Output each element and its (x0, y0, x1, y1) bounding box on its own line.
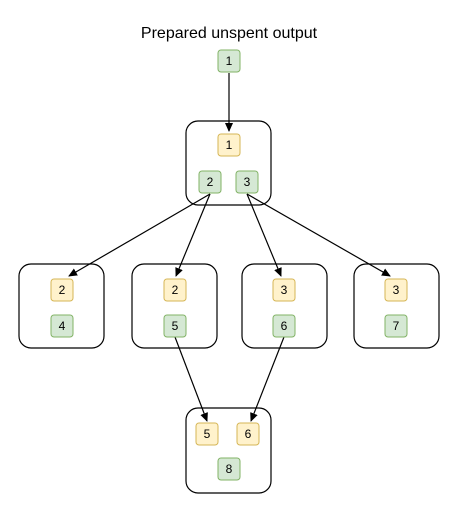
svg-text:4: 4 (59, 319, 66, 333)
transaction-box-2 (131, 263, 218, 349)
root-output-node-b: 3 (235, 170, 259, 194)
tx4-input-node: 3 (384, 278, 408, 302)
tx1-output-node: 4 (50, 314, 74, 338)
tx4-output-node: 7 (384, 314, 408, 338)
svg-text:5: 5 (172, 319, 179, 333)
transaction-box-4 (353, 263, 440, 349)
edge-6-to-final (250, 336, 285, 422)
tx2-input-node: 2 (163, 278, 187, 302)
final-input-node-a: 5 (195, 422, 219, 446)
svg-text:3: 3 (281, 283, 288, 297)
svg-text:1: 1 (226, 138, 233, 152)
svg-text:3: 3 (244, 175, 251, 189)
edge-3-to-tx4 (246, 193, 391, 277)
svg-text:2: 2 (207, 175, 214, 189)
edge-2-to-tx2 (175, 193, 211, 277)
svg-text:2: 2 (172, 283, 179, 297)
svg-text:2: 2 (59, 283, 66, 297)
edge-5-to-final (174, 336, 208, 422)
svg-text:1: 1 (226, 54, 233, 68)
prepared-output-node: 1 (217, 49, 241, 73)
svg-text:7: 7 (393, 319, 400, 333)
final-input-node-b: 6 (236, 422, 260, 446)
svg-text:6: 6 (245, 427, 252, 441)
diagram-title: Prepared unspent output (141, 25, 318, 42)
svg-text:3: 3 (393, 283, 400, 297)
transaction-box-3 (241, 263, 328, 349)
tx3-input-node: 3 (272, 278, 296, 302)
svg-text:5: 5 (204, 427, 211, 441)
root-input-node: 1 (217, 133, 241, 157)
transaction-box-1 (18, 263, 105, 349)
tx3-output-node: 6 (272, 314, 296, 338)
edge-2-to-tx1 (68, 193, 211, 277)
svg-text:6: 6 (281, 319, 288, 333)
final-output-node: 8 (217, 457, 241, 481)
svg-text:8: 8 (226, 462, 233, 476)
edge-3-to-tx3 (246, 193, 282, 277)
tx2-output-node: 5 (163, 314, 187, 338)
tx1-input-node: 2 (50, 278, 74, 302)
root-output-node-a: 2 (198, 170, 222, 194)
